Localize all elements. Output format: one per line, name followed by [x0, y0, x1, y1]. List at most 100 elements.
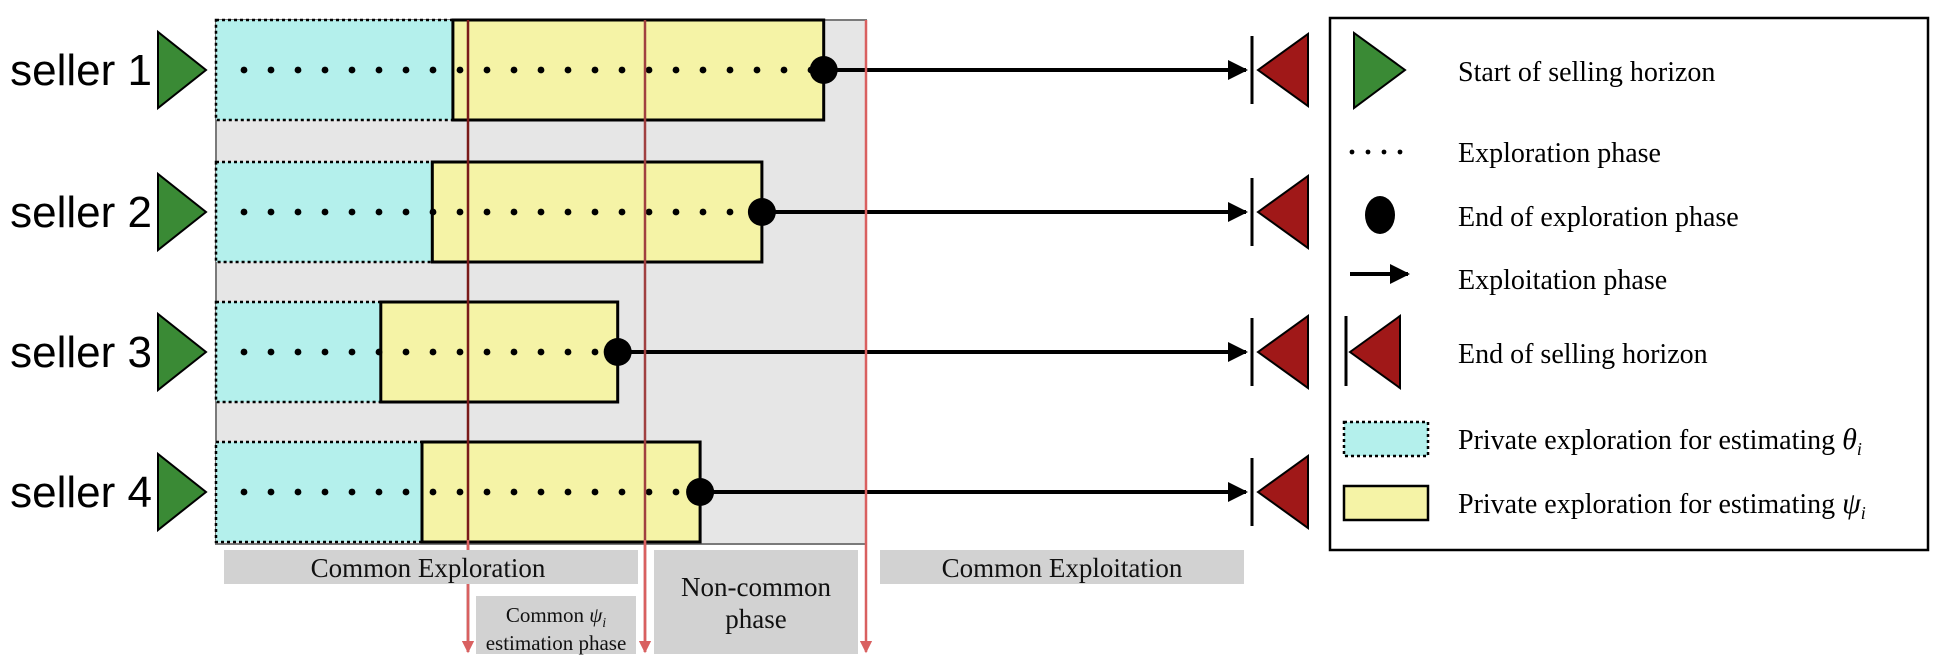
seller-1-start-triangle-icon [157, 29, 208, 111]
exploration-dot [564, 488, 572, 496]
seller-4-psi-box [420, 440, 702, 544]
exploration-dot [294, 488, 302, 496]
legend-end-horizon-label: End of selling horizon [1458, 339, 1708, 370]
seller-2-end-exploration-dot [747, 198, 776, 226]
exploration-dot [402, 66, 410, 74]
exploration-dot [375, 208, 383, 216]
exploration-dot [510, 66, 518, 74]
seller-1-psi-box [451, 18, 826, 122]
exploration-dot [699, 66, 707, 74]
exploration-dot [483, 208, 491, 216]
exploration-dot [240, 348, 248, 356]
exploration-dot [537, 66, 545, 74]
exploration-dot [510, 348, 518, 356]
exploration-dot [456, 208, 464, 216]
seller-4-label: seller 4 [10, 468, 152, 517]
non-common-label-line1: Non-common [681, 572, 831, 602]
exploration-dot [375, 348, 383, 356]
seller-3-exploration-dots [240, 348, 599, 356]
legend-start-label: Start of selling horizon [1458, 57, 1715, 88]
seller-4-exploration-dots [240, 488, 680, 496]
legend-theta-swatch [1342, 420, 1430, 458]
seller-3-start-triangle-icon [157, 311, 208, 393]
exploration-dot [699, 208, 707, 216]
exploration-dot [726, 208, 734, 216]
legend-end-exploration-dot-icon [1365, 196, 1395, 234]
exploration-dot [348, 488, 356, 496]
exploration-dot [537, 348, 545, 356]
exploration-dot [321, 208, 329, 216]
legend-exploration-dots-icon [1349, 149, 1403, 155]
exploration-dot [402, 208, 410, 216]
legend-start-triangle-icon [1353, 31, 1407, 110]
exploration-dot [267, 66, 275, 74]
common-exploration-box [224, 550, 638, 584]
exploration-dot [483, 66, 491, 74]
exploration-dot [564, 348, 572, 356]
seller-2-exploration-dots [240, 208, 734, 216]
seller-4-theta-box [214, 440, 424, 544]
exploration-dot [375, 66, 383, 74]
exploration-dot [240, 208, 248, 216]
seller-4-end-exploration-dot [686, 478, 715, 506]
exploration-dot [564, 66, 572, 74]
exploration-dot [618, 208, 626, 216]
legend-frame [1328, 16, 1930, 552]
exploration-dot [645, 66, 653, 74]
exploration-dot [672, 208, 680, 216]
common-exploitation-label: Common Exploitation [942, 553, 1183, 583]
exploration-dot [456, 488, 464, 496]
exploration-dot [456, 348, 464, 356]
exploration-dot [240, 66, 248, 74]
exploration-dot [321, 348, 329, 356]
common-exploitation-box [880, 550, 1244, 584]
exploration-dot [618, 488, 626, 496]
exploration-dot [510, 488, 518, 496]
exploration-dot [402, 488, 410, 496]
common-psi-label-line2: estimation phase [486, 631, 627, 655]
common-psi-box [476, 596, 636, 654]
legend-private-psi-label: Private exploration for estimating ψi [1458, 487, 1866, 523]
seller-2-start-triangle-icon [157, 171, 208, 253]
exploration-dot [645, 488, 653, 496]
exploration-dot [780, 66, 788, 74]
exploration-dot [726, 66, 734, 74]
exploration-dot [591, 488, 599, 496]
exploration-dot [591, 66, 599, 74]
seller-3-psi-box [379, 300, 620, 404]
exploration-dot [375, 488, 383, 496]
exploration-dot [672, 488, 680, 496]
legend-end-horizon-triangle-icon [1348, 314, 1401, 390]
seller-1-theta-box [214, 18, 455, 122]
exploration-dot [591, 208, 599, 216]
seller-2-label: seller 2 [10, 188, 152, 237]
exploration-dot [483, 488, 491, 496]
exploration-dot [267, 348, 275, 356]
exploration-dot [267, 208, 275, 216]
seller-2-end-triangle-icon [1256, 174, 1309, 250]
exploration-dot [294, 66, 302, 74]
legend: Start of selling horizon Exploration pha… [1328, 16, 1930, 552]
seller-1-end-triangle-icon [1256, 32, 1309, 108]
exploration-dot [402, 348, 410, 356]
exploration-dot [240, 488, 248, 496]
common-exploration-label: Common Exploration [311, 553, 546, 583]
exploration-dot [294, 348, 302, 356]
exploration-dot [537, 488, 545, 496]
seller-3-end-triangle-icon [1256, 314, 1309, 390]
exploration-dot [591, 348, 599, 356]
seller-1-end-exploration-dot [809, 56, 838, 84]
phase-labels: Common Exploration Common ψi estimation … [224, 550, 1244, 655]
exploration-dot [348, 66, 356, 74]
phase-dividers [461, 20, 873, 654]
exploration-dot [537, 208, 545, 216]
exploration-dot [321, 488, 329, 496]
exploration-dot [753, 66, 761, 74]
legend-private-theta-label: Private exploration for estimating θi [1458, 423, 1862, 459]
exploration-dot [267, 488, 275, 496]
exploration-dot [483, 348, 491, 356]
legend-psi-swatch [1342, 484, 1430, 522]
exploration-dot [618, 66, 626, 74]
exploration-dot [429, 348, 437, 356]
